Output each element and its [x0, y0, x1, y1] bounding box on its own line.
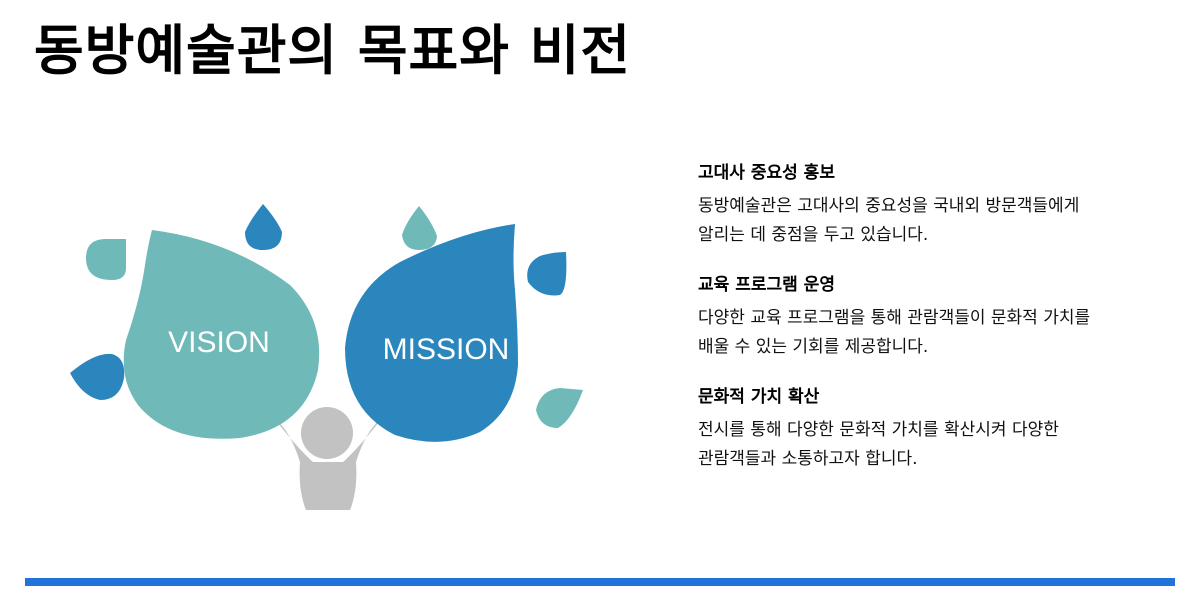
vision-mission-illustration: VISION MISSION — [70, 204, 583, 510]
goal-description-line: 전시를 통해 다양한 문화적 가치를 확산시켜 다양한 — [698, 420, 1059, 440]
goal-description-line: 다양한 교육 프로그램을 통해 관람객들이 문화적 가치를 — [698, 308, 1091, 328]
goal-description-line: 배울 수 있는 기회를 제공합니다. — [698, 337, 929, 357]
vision-drop — [123, 230, 320, 439]
goal-item: 고대사 중요성 홍보 동방예술관은 고대사의 중요성을 국내외 방문객들에게 알… — [698, 160, 1178, 250]
mission-label: MISSION — [383, 333, 510, 366]
mission-drop — [345, 224, 518, 442]
bottom-accent-bar — [25, 578, 1175, 586]
goal-description-line: 동방예술관은 고대사의 중요성을 국내외 방문객들에게 — [698, 196, 1080, 216]
page-title: 동방예술관의 목표와 비전 — [34, 19, 632, 82]
small-drop-blue-left — [70, 353, 125, 400]
small-drop-teal-top-right — [402, 206, 437, 250]
vision-label: VISION — [168, 326, 270, 359]
small-drop-blue-top-left — [245, 204, 282, 250]
goal-heading: 교육 프로그램 운영 — [698, 275, 835, 295]
goals-list: 고대사 중요성 홍보 동방예술관은 고대사의 중요성을 국내외 방문객들에게 알… — [698, 160, 1178, 496]
goal-item: 문화적 가치 확산 전시를 통해 다양한 문화적 가치를 확산시켜 다양한 관람… — [698, 384, 1178, 474]
goal-description-line: 관람객들과 소통하고자 합니다. — [698, 449, 918, 469]
goal-heading: 고대사 중요성 홍보 — [698, 163, 835, 183]
small-drop-teal-right — [536, 388, 583, 428]
goal-item: 교육 프로그램 운영 다양한 교육 프로그램을 통해 관람객들이 문화적 가치를… — [698, 272, 1178, 362]
person-figure-icon — [274, 407, 382, 510]
small-drop-blue-right — [527, 252, 567, 296]
goal-description-line: 알리는 데 중점을 두고 있습니다. — [698, 225, 929, 245]
small-drop-teal-left — [86, 239, 126, 280]
goal-heading: 문화적 가치 확산 — [698, 387, 820, 407]
